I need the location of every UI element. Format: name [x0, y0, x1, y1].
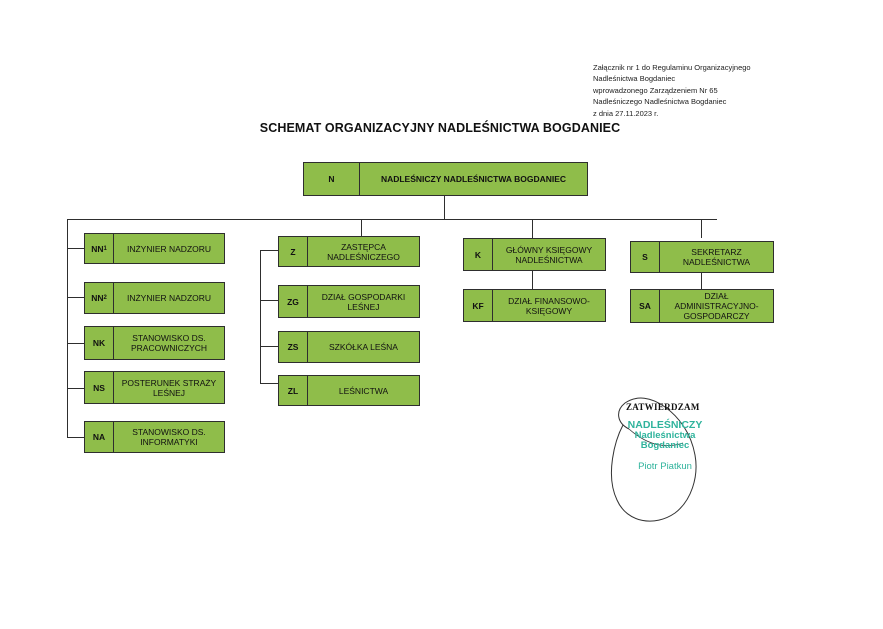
unit-box-kf: KF DZIAŁ FINANSOWO-KSIĘGOWY: [463, 289, 606, 322]
unit-code: ZG: [279, 286, 308, 317]
unit-code: Z: [279, 237, 308, 266]
unit-code: NS: [85, 372, 114, 403]
connector-line: [67, 219, 717, 221]
connector-line: [67, 248, 84, 250]
unit-name: DZIAŁ ADMINISTRACYJNO-GOSPODARCZY: [674, 291, 759, 321]
stamp-line: Piotr Piatkun: [638, 461, 692, 472]
connector-line: [67, 343, 84, 345]
unit-name: NADLEŚNICZY NADLEŚNICTWA BOGDANIEC: [380, 174, 567, 184]
unit-box-z: Z ZASTĘPCA NADLEŚNICZEGO: [278, 236, 420, 267]
unit-name: GŁÓWNY KSIĘGOWY NADLEŚNICTWA: [505, 244, 593, 265]
unit-name: INŻYNIER NADZORU: [126, 243, 212, 254]
unit-box-k: K GŁÓWNY KSIĘGOWY NADLEŚNICTWA: [463, 238, 606, 271]
approval-stamp: NADLEŚNICZY Nadleśnictwa Bogdaniec Piotr…: [600, 419, 730, 473]
connector-line: [701, 219, 703, 238]
stamp-line: NADLEŚNICZY: [627, 419, 703, 431]
root-unit-box: N NADLEŚNICZY NADLEŚNICTWA BOGDANIEC: [303, 162, 588, 196]
connector-line: [532, 219, 534, 238]
unit-box-nk: NK STANOWISKO DS. PRACOWNICZYCH: [84, 326, 225, 360]
attachment-note: Załącznik nr 1 do Regulaminu Organizacyj…: [593, 62, 863, 119]
note-line: Nadleśniczego Nadleśnictwa Bogdaniec: [593, 97, 727, 107]
code-sub: 1: [103, 245, 107, 252]
unit-code: ZS: [279, 332, 308, 362]
unit-code: K: [464, 239, 493, 270]
stamp-line: Bogdaniec: [640, 440, 690, 451]
connector-line: [67, 219, 69, 437]
connector-line: [701, 273, 703, 289]
connector-line: [67, 388, 84, 390]
unit-box-zg: ZG DZIAŁ GOSPODARKI LEŚNEJ: [278, 285, 420, 318]
connector-line: [260, 250, 262, 384]
unit-box-s: S SEKRETARZ NADLEŚNICTWA: [630, 241, 774, 273]
code-letters: NN: [91, 243, 104, 254]
unit-box-zs: ZS SZKÓŁKA LEŚNA: [278, 331, 420, 363]
connector-line: [260, 250, 278, 252]
connector-line: [260, 346, 278, 348]
note-line: wprowadzonego Zarządzeniem Nr 65: [593, 85, 718, 95]
unit-name: STANOWISKO DS. PRACOWNICZYCH: [130, 333, 208, 353]
note-line: Załącznik nr 1 do Regulaminu Organizacyj…: [593, 63, 751, 72]
unit-code: KF: [464, 290, 493, 321]
unit-name: SZKÓŁKA LEŚNA: [329, 342, 398, 352]
unit-name: POSTERUNEK STRAŻY LEŚNEJ: [121, 377, 217, 398]
unit-code: ZL: [279, 376, 308, 405]
unit-box-zl: ZL LEŚNICTWA: [278, 375, 420, 406]
unit-name: DZIAŁ FINANSOWO-KSIĘGOWY: [508, 295, 590, 316]
unit-name: SEKRETARZ NADLEŚNICTWA: [682, 247, 751, 267]
unit-name: INŻYNIER NADZORU: [126, 293, 212, 303]
unit-box-sa: SA DZIAŁ ADMINISTRACYJNO-GOSPODARCZY: [630, 289, 774, 323]
unit-code: NA: [85, 422, 114, 452]
unit-box-ns: NS POSTERUNEK STRAŻY LEŚNEJ: [84, 371, 225, 404]
unit-code: N: [304, 163, 360, 195]
connector-line: [444, 195, 446, 220]
connector-line: [67, 437, 84, 439]
note-line: z dnia 27.11.2023 r.: [593, 108, 659, 118]
unit-name: STANOWISKO DS. INFORMATYKI: [132, 427, 206, 447]
code-sub: 2: [103, 295, 107, 301]
note-line: Nadleśnictwa Bogdaniec: [593, 74, 676, 84]
approval-label: ZATWIERDZAM: [626, 402, 700, 412]
connector-line: [260, 300, 278, 302]
unit-name: LEŚNICTWA: [338, 385, 389, 396]
signature-scribble: [610, 397, 697, 522]
page-title: SCHEMAT ORGANIZACYJNY NADLEŚNICTWA BOGDA…: [259, 121, 621, 135]
connector-line: [361, 219, 363, 237]
code-letters: NN: [91, 293, 104, 303]
unit-name: DZIAŁ GOSPODARKI LEŚNEJ: [321, 291, 406, 312]
connector-line: [67, 297, 84, 299]
unit-code: SA: [631, 290, 660, 322]
connector-line: [532, 271, 534, 289]
unit-box-na: NA STANOWISKO DS. INFORMATYKI: [84, 421, 225, 453]
unit-code: S: [631, 242, 660, 272]
stamp-line: Nadleśnictwa: [634, 430, 696, 441]
unit-code: NK: [85, 327, 114, 359]
connector-line: [260, 383, 278, 385]
unit-name: ZASTĘPCA NADLEŚNICZEGO: [327, 241, 400, 262]
